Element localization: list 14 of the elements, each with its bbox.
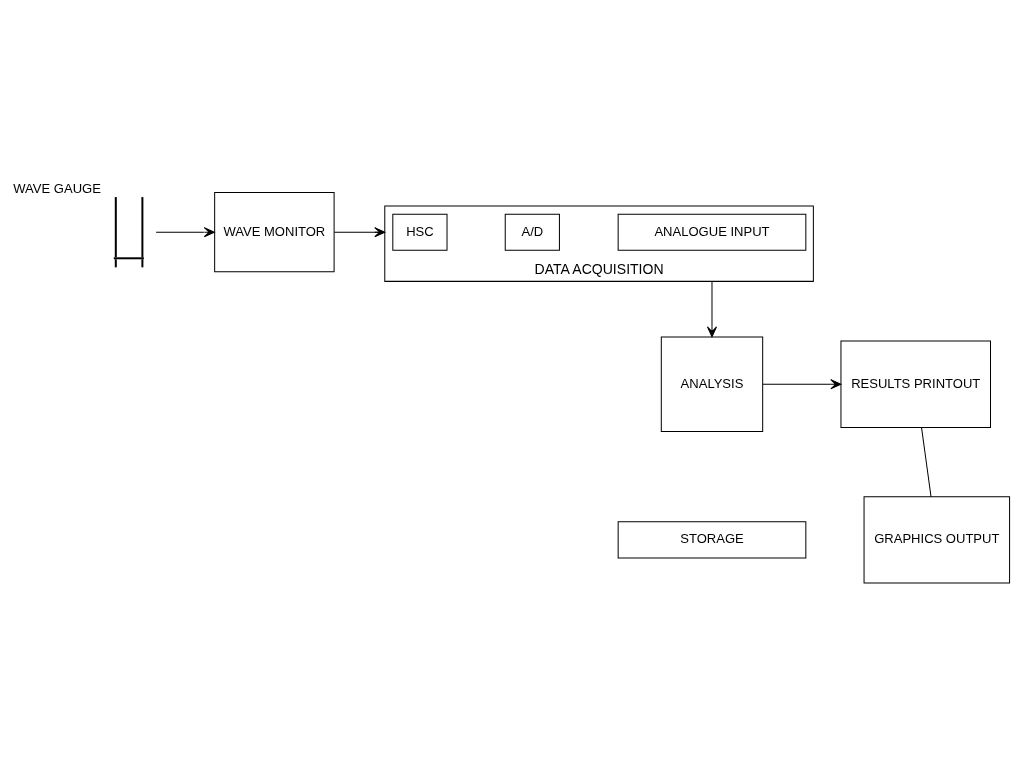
node-box: ANALYSIS <box>660 336 764 432</box>
node-label: WAVE GAUGE <box>13 180 101 196</box>
node-box: WAVE MONITOR <box>214 191 335 272</box>
node-box: A/D <box>504 213 560 251</box>
arrow <box>762 378 842 389</box>
arrow <box>155 226 215 237</box>
node-box: HSC <box>392 213 448 251</box>
connector <box>921 426 932 497</box>
node-box: ANALOGUE INPUT <box>617 213 807 251</box>
arrow <box>706 280 717 337</box>
node-box: STORAGE <box>617 520 807 558</box>
node-box: GRAPHICS OUTPUT <box>863 495 1011 583</box>
node-box: RESULTS PRINTOUT <box>840 340 991 428</box>
arrow <box>333 226 386 237</box>
